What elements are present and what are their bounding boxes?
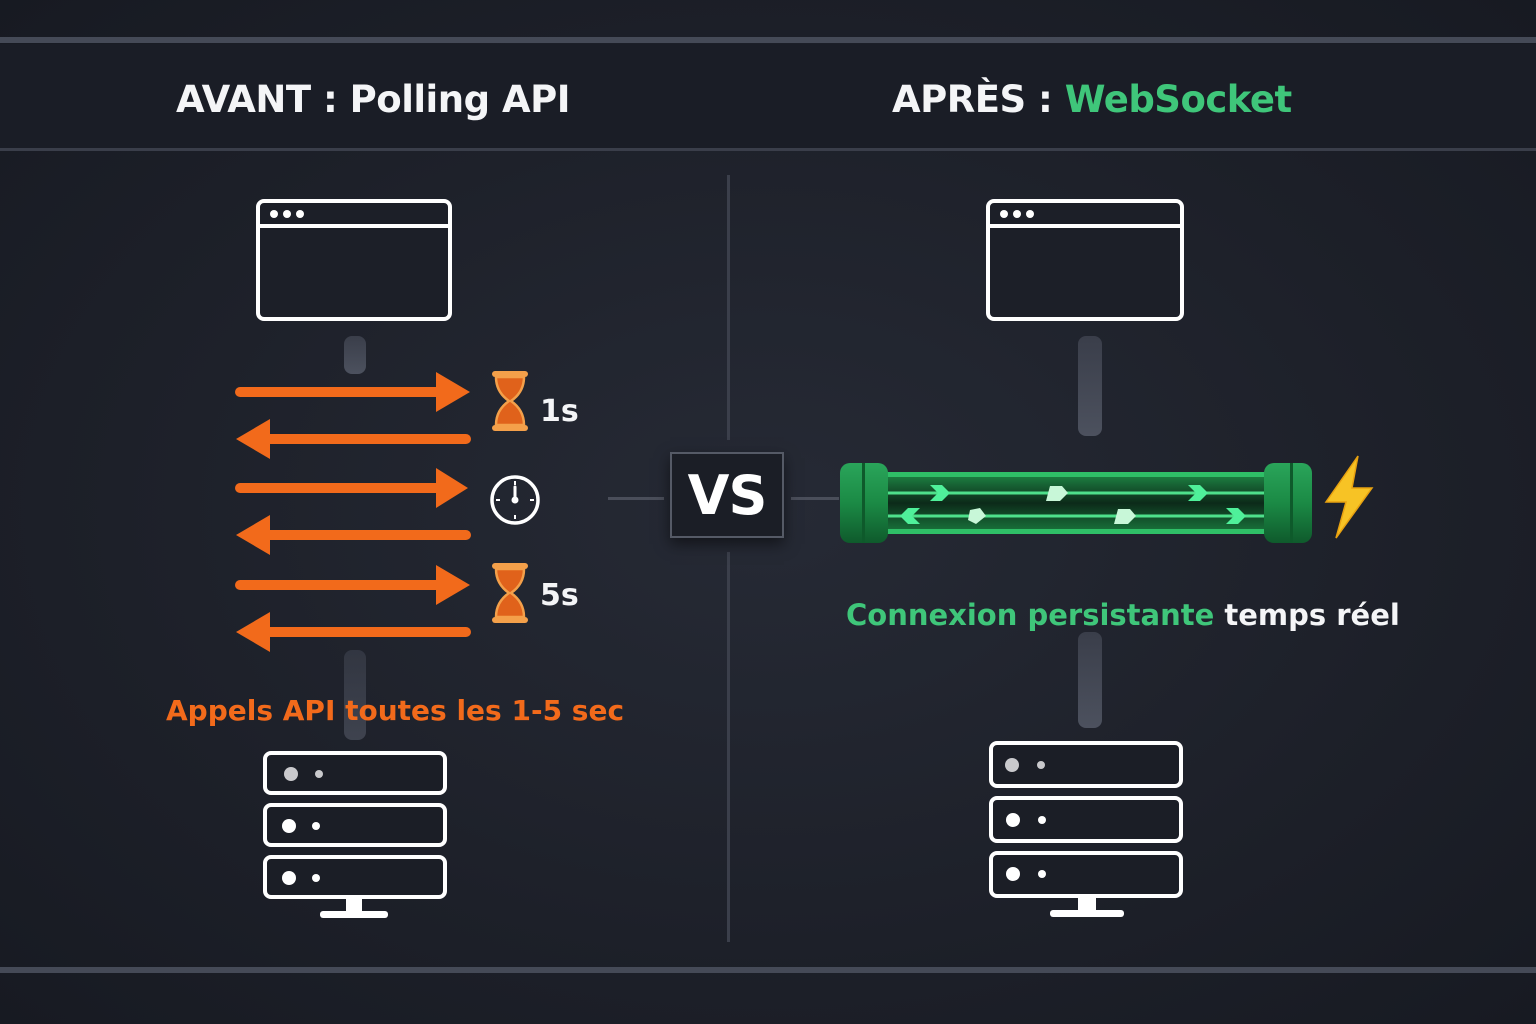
vs-label: VS xyxy=(687,463,768,527)
timer-label-5s: 5s xyxy=(540,578,579,613)
bottom-rule xyxy=(0,967,1536,973)
hourglass-icon xyxy=(492,563,528,623)
arrow-right-2 xyxy=(235,468,468,508)
right-browser-window-icon xyxy=(986,199,1184,321)
caption-highlight: Connexion persistante xyxy=(846,598,1215,632)
left-server-rack-icon xyxy=(263,751,447,918)
center-divider-top xyxy=(727,175,730,440)
arrow-left-1 xyxy=(236,419,471,459)
right-server-rack-icon xyxy=(989,741,1183,917)
vs-badge: VS xyxy=(670,452,784,538)
right-title: APRÈS : WebSocket xyxy=(892,78,1292,121)
left-title: AVANT : Polling API xyxy=(176,78,570,121)
left-server-connector xyxy=(344,650,366,740)
websocket-caption: Connexion persistante temps réel xyxy=(846,598,1400,632)
right-client-connector xyxy=(1078,336,1102,436)
hourglass-icon xyxy=(492,371,528,431)
websocket-tube-icon xyxy=(840,463,1312,543)
right-server-connector xyxy=(1078,632,1102,728)
polling-arrows xyxy=(235,372,471,652)
left-browser-window-icon xyxy=(256,199,452,321)
header-bottom-rule xyxy=(0,148,1536,151)
header-band xyxy=(0,44,1536,148)
arrow-right-3 xyxy=(235,565,470,605)
arrow-right-1 xyxy=(235,372,470,412)
timer-label-1s: 1s xyxy=(540,394,579,429)
center-divider-bottom xyxy=(727,552,730,942)
top-rule xyxy=(0,37,1536,43)
left-title-prefix: AVANT : xyxy=(176,78,350,121)
right-title-prefix: APRÈS : xyxy=(892,78,1065,121)
polling-caption: Appels API toutes les 1-5 sec xyxy=(166,694,625,727)
arrow-left-3 xyxy=(236,612,471,652)
left-client-connector xyxy=(344,336,366,374)
vs-connector-left xyxy=(608,497,664,500)
arrow-left-2 xyxy=(236,515,471,555)
caption-rest: temps réel xyxy=(1214,598,1400,632)
vs-connector-right xyxy=(791,497,839,500)
left-title-main: Polling API xyxy=(349,78,571,121)
clock-icon xyxy=(490,475,540,525)
right-title-main: WebSocket xyxy=(1064,78,1292,121)
lightning-bolt-icon xyxy=(1324,455,1374,539)
